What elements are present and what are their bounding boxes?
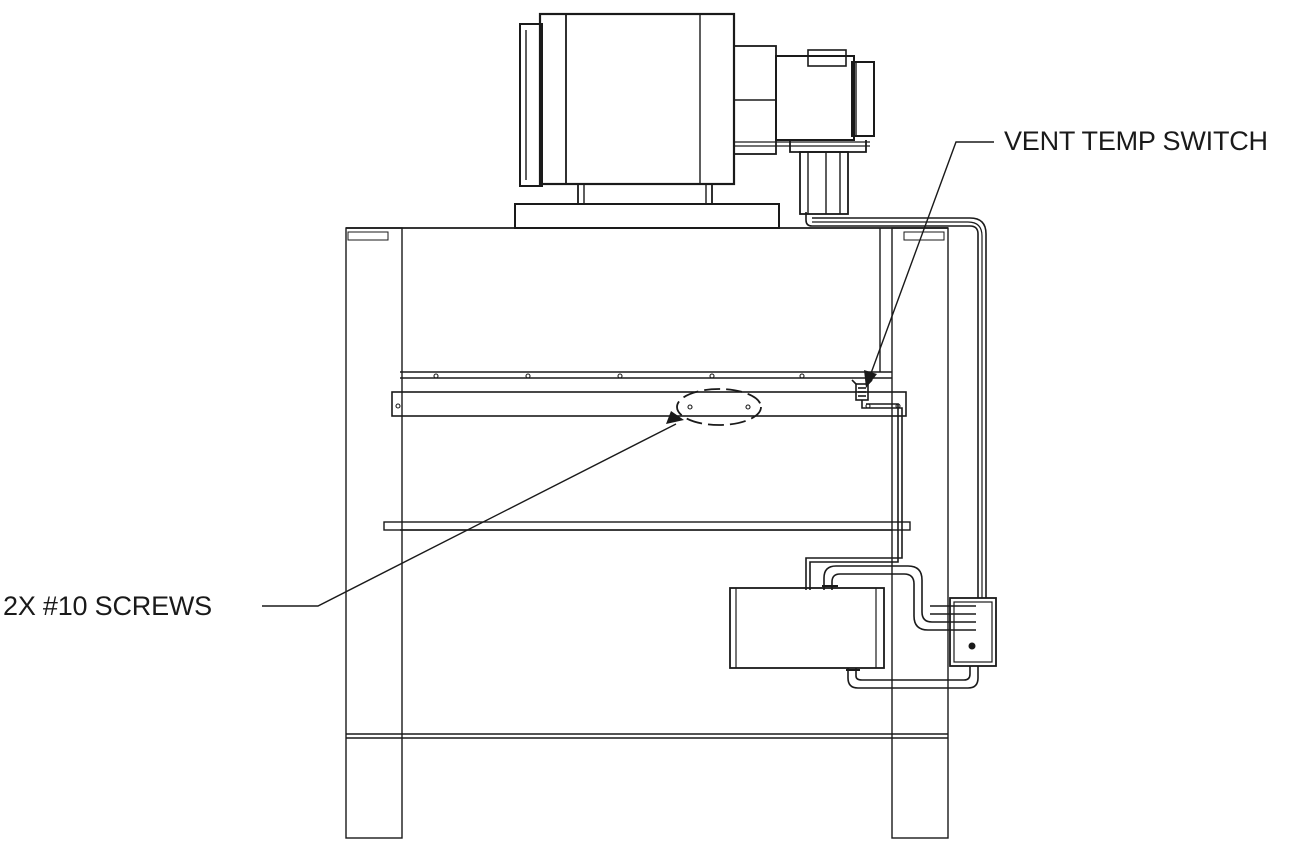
motor-assembly	[514, 12, 875, 229]
connecting-tubes	[822, 565, 979, 689]
junction-box	[949, 597, 997, 667]
cabinet-frame	[345, 227, 949, 839]
inducer-body	[729, 587, 885, 669]
screws-highlight-ellipse	[676, 388, 762, 426]
exhaust-tube	[805, 212, 987, 598]
callout-screws: 2X #10 SCREWS	[3, 591, 212, 621]
screw-holes	[395, 373, 901, 410]
switch-wiring	[805, 400, 903, 590]
leader-lines	[262, 141, 994, 607]
callout-vent-temp-switch: VENT TEMP SWITCH	[1004, 126, 1268, 156]
leader-arrowheads	[666, 370, 877, 424]
